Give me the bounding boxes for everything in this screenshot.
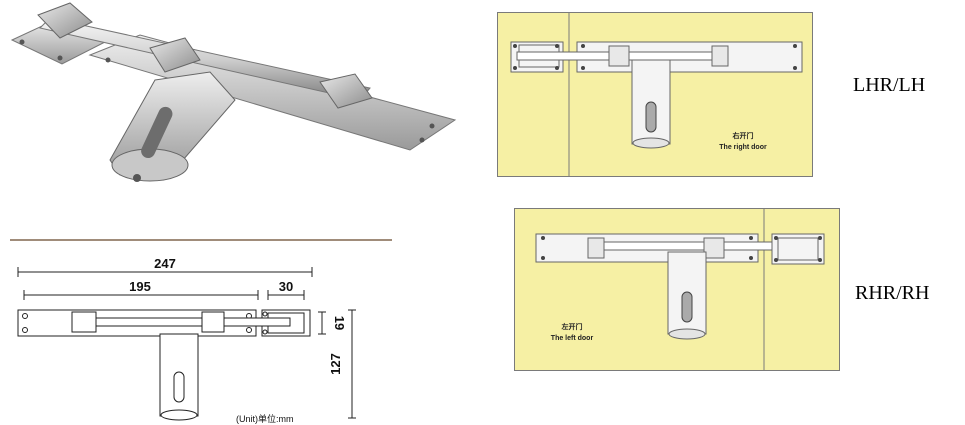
- rhr-orientation-label: RHR/RH: [855, 282, 930, 304]
- total-height-label: 127: [328, 353, 343, 375]
- keeper-length-label: 30: [279, 279, 293, 294]
- right-door-label-cn: 右开门: [732, 131, 754, 140]
- bar-height-label: 19: [332, 316, 347, 330]
- left-door-diagram: 左开门 The left door: [514, 208, 840, 371]
- right-door-diagram: 右开门 The right door: [497, 12, 813, 177]
- left-door-label-en: The left door: [551, 335, 594, 342]
- unit-label: (Unit)单位:mm: [236, 413, 294, 424]
- product-photo: [0, 0, 470, 200]
- bolt-length-label: 195: [129, 279, 151, 294]
- left-door-label-cn: 左开门: [561, 322, 583, 331]
- lhr-orientation-label: LHR/LH: [853, 74, 926, 96]
- dimension-drawing: 247 195 30 19: [0, 232, 400, 425]
- overall-length-label: 247: [154, 256, 176, 271]
- right-door-label-en: The right door: [719, 144, 767, 151]
